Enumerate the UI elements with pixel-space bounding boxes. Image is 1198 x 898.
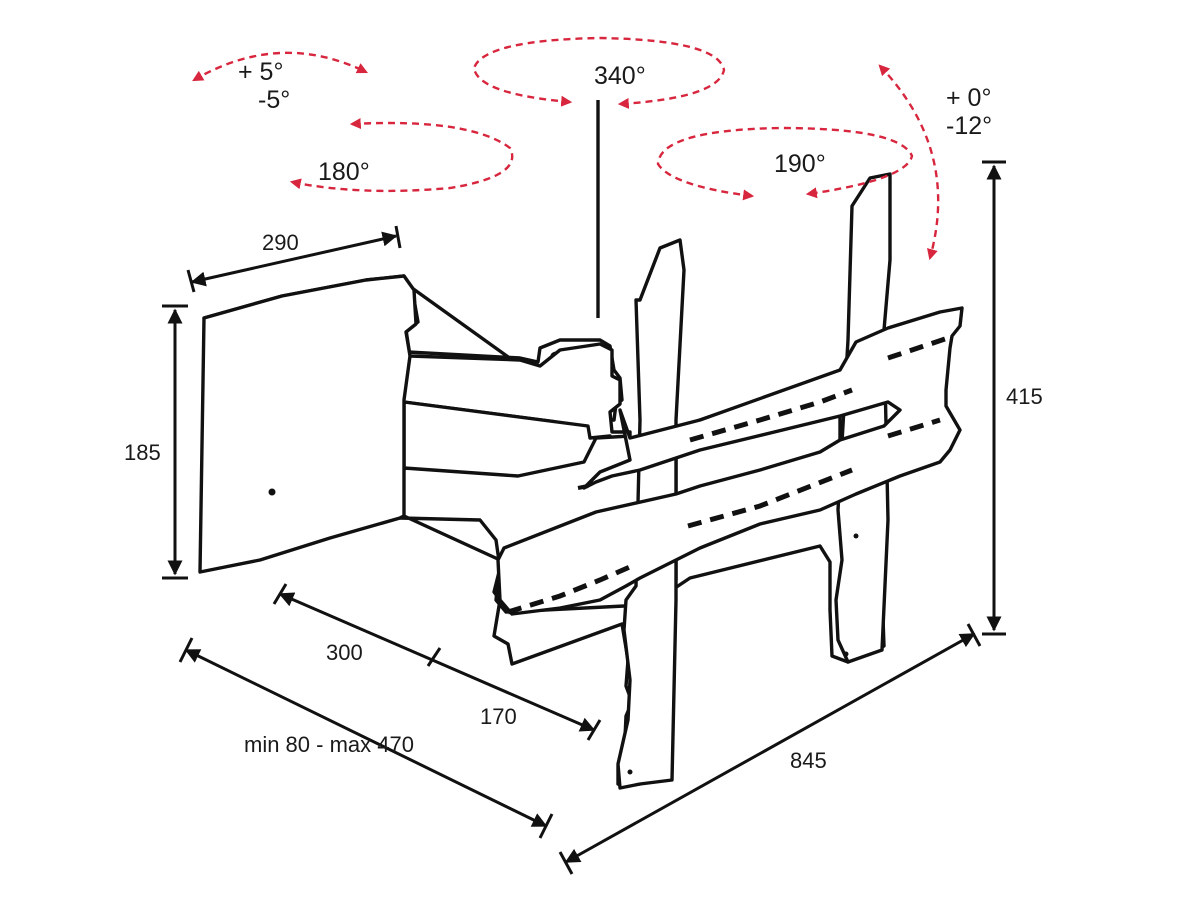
dim-290-line bbox=[190, 231, 398, 287]
label-center-rotation: 340° bbox=[594, 62, 646, 90]
label-tilt-minus: -5° bbox=[258, 86, 290, 114]
label-wall-plate-height: 185 bbox=[124, 440, 161, 465]
label-overall-height: 415 bbox=[1006, 384, 1043, 409]
rail-slot-upper bbox=[689, 387, 853, 443]
label-head-rotation: 190° bbox=[774, 150, 826, 178]
rail-slot-mid-right bbox=[887, 417, 941, 439]
mount-drawing bbox=[198, 100, 964, 790]
label-depth-range: min 80 - max 470 bbox=[244, 732, 414, 757]
rail-slot-mid bbox=[687, 467, 853, 529]
center-rotation-arrow bbox=[472, 36, 726, 109]
dimension-lines bbox=[162, 160, 1006, 875]
upright-right bbox=[834, 172, 892, 664]
label-overall-width: 845 bbox=[790, 748, 827, 773]
tilt-arrow bbox=[192, 51, 368, 82]
labels: + 5° -5° 180° 340° 190° + 0° -12° 290 18… bbox=[124, 58, 1043, 773]
dim-845-line bbox=[564, 632, 976, 864]
label-tilt-plus: + 5° bbox=[238, 58, 283, 86]
label-arm-length-2: 170 bbox=[480, 704, 517, 729]
label-vtilt-minus: -12° bbox=[946, 112, 992, 140]
wall-plate-body bbox=[198, 274, 418, 574]
dim-depth-line bbox=[184, 648, 548, 828]
label-arm-length-1: 300 bbox=[326, 640, 363, 665]
label-wall-plate-width: 290 bbox=[262, 230, 299, 255]
rotation-arrows bbox=[192, 36, 940, 261]
wall-plate-hole bbox=[268, 488, 276, 496]
label-arm-rotation: 180° bbox=[318, 158, 370, 186]
vertical-tilt-arrow bbox=[878, 64, 940, 261]
label-vtilt-plus: + 0° bbox=[946, 84, 991, 112]
rail-slot-upper-right bbox=[887, 335, 949, 361]
